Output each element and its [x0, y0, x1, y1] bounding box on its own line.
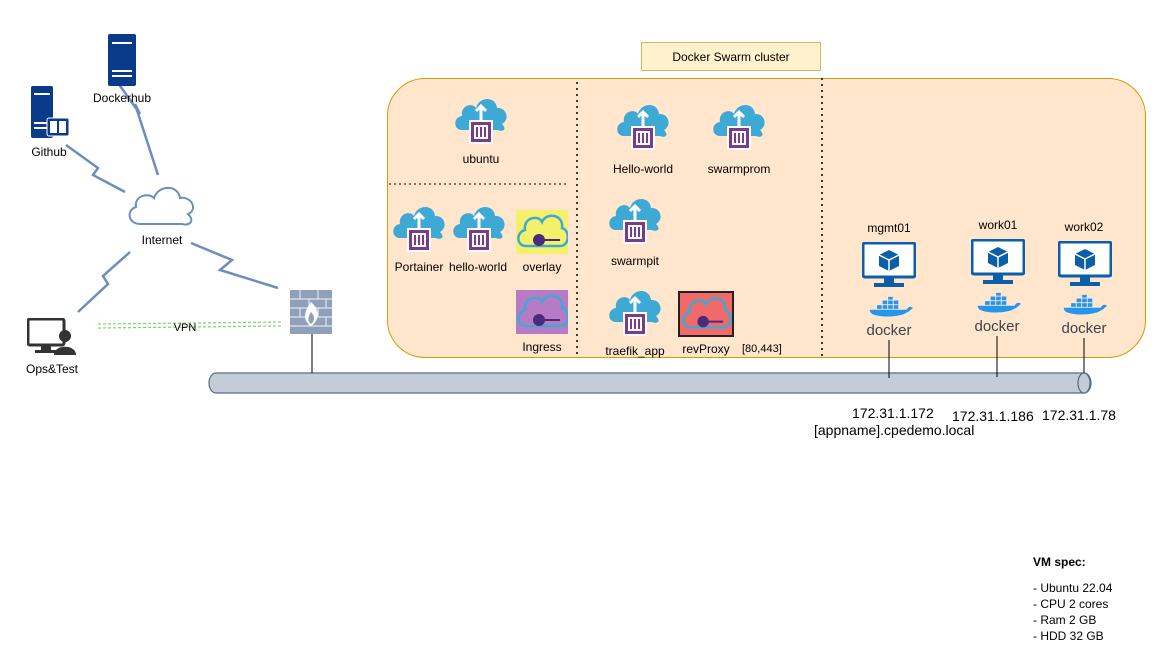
portainer-label: Portainer	[394, 260, 444, 274]
traefik-app-label: traefik_app	[605, 344, 665, 358]
github-label: Github	[31, 145, 67, 159]
swarmprom-label: swarmprom	[707, 162, 771, 176]
work01-vm-icon	[971, 239, 1025, 285]
ingress-label: Ingress	[522, 340, 562, 354]
mgmt01-docker-text: docker	[866, 322, 912, 339]
vpn-line-2	[97, 325, 283, 329]
vm-spec: VM spec: - Ubuntu 22.04 - CPU 2 cores - …	[1033, 554, 1112, 644]
internet-cloud-icon	[128, 186, 195, 226]
vm-spec-item: - Ubuntu 22.04	[1033, 581, 1113, 595]
hello-world-left-label: hello-world	[448, 260, 508, 274]
work01-ip: 172.31.1.186	[952, 408, 1034, 424]
work01-docker-text: docker	[974, 318, 1020, 335]
vm-spec-title: VM spec:	[1033, 555, 1086, 569]
internet-label: Internet	[141, 233, 183, 247]
work02-docker-icon	[1060, 294, 1108, 316]
work01-docker-icon	[974, 292, 1022, 314]
swarmprom-service-icon	[712, 102, 766, 150]
link-internet-ops	[77, 251, 131, 313]
node-work02-name: work02	[1064, 220, 1104, 234]
work02-vm-icon	[1058, 241, 1112, 287]
github-server-icon	[31, 86, 69, 138]
rev-proxy-network-icon	[678, 291, 734, 337]
hello-world-left-service-icon	[452, 204, 506, 252]
hello-world-label: Hello-world	[612, 162, 674, 176]
vm-spec-item: - CPU 2 cores	[1033, 597, 1109, 611]
ops-label: Ops&Test	[25, 362, 79, 376]
docker-swarm-cluster	[387, 78, 1146, 358]
portainer-service-icon	[392, 204, 446, 252]
ingress-network-icon	[516, 290, 568, 334]
link-internet-firewall	[190, 241, 279, 290]
hello-world-service-icon	[616, 102, 670, 150]
vm-spec-item: - HDD 32 GB	[1033, 629, 1104, 643]
work02-docker-text: docker	[1061, 320, 1107, 337]
vm-spec-item: - Ram 2 GB	[1033, 613, 1097, 627]
ports-label: [80,443]	[742, 343, 782, 355]
link-github-internet	[65, 143, 126, 194]
firewall-icon	[290, 290, 332, 334]
mgmt01-vm-icon	[862, 242, 916, 288]
mgmt01-docker-icon	[866, 296, 914, 318]
ubuntu-service-icon	[454, 96, 508, 144]
work02-ip: 172.31.1.78	[1042, 407, 1116, 423]
dockerhub-label: Dockerhub	[92, 91, 152, 105]
overlay-label: overlay	[522, 260, 562, 274]
domain-label: [appname].cpedemo.local	[814, 422, 975, 438]
mgmt01-ip: 172.31.1.172	[852, 405, 934, 421]
cluster-title: Docker Swarm cluster	[641, 42, 821, 71]
node-work01-name: work01	[978, 218, 1018, 232]
ops-user-monitor-icon	[27, 318, 76, 355]
rev-proxy-label: revProxy	[682, 342, 730, 356]
traefik-app-service-icon	[608, 288, 662, 336]
vpn-line-1	[97, 321, 283, 325]
ubuntu-label: ubuntu	[462, 152, 500, 166]
dockerhub-server-icon	[108, 34, 136, 86]
link-dockerhub-internet	[116, 82, 160, 176]
node-mgmt01-name: mgmt01	[867, 221, 911, 235]
swarmpit-service-icon	[608, 196, 662, 244]
network-bus	[208, 372, 1092, 394]
swarmpit-label: swarmpit	[610, 254, 660, 268]
overlay-network-icon	[516, 210, 568, 254]
vpn-label: VPN	[173, 322, 197, 334]
